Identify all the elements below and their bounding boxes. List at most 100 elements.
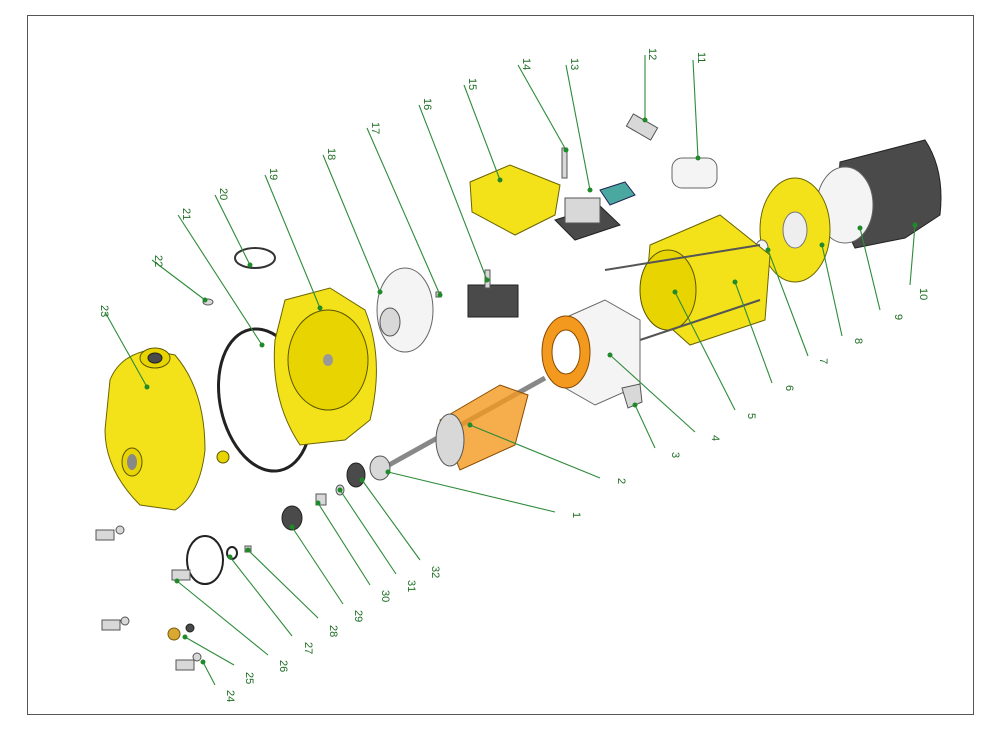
leader-arrow-14 <box>563 147 569 153</box>
pump-cover <box>273 287 377 446</box>
part-25 <box>167 627 181 641</box>
pump-body <box>104 347 206 511</box>
leader-arrow-13 <box>587 187 593 193</box>
callout-label-3: 3 <box>669 452 681 458</box>
capacitor <box>671 157 718 189</box>
part-32 <box>346 462 366 488</box>
leader-line-5 <box>674 291 736 411</box>
leader-line-8 <box>821 244 843 337</box>
part-13-clip <box>599 181 636 206</box>
callout-label-29: 29 <box>352 610 364 622</box>
callout-label-27: 27 <box>302 642 314 654</box>
leader-line-3 <box>634 404 656 449</box>
callout-label-25: 25 <box>243 672 255 684</box>
callout-label-22: 22 <box>152 255 164 267</box>
callout-label-24: 24 <box>224 690 236 702</box>
callout-label-32: 32 <box>429 566 441 578</box>
callout-label-30: 30 <box>379 590 391 602</box>
leader-arrow-6 <box>732 279 738 285</box>
leader-arrow-4 <box>607 352 613 358</box>
leader-arrow-29 <box>289 524 295 530</box>
callout-label-19: 19 <box>267 168 279 180</box>
leader-line-6 <box>734 281 773 384</box>
leader-arrow-9 <box>857 225 863 231</box>
leader-arrow-30 <box>315 500 321 506</box>
leader-arrow-31 <box>337 487 343 493</box>
leader-line-27 <box>229 556 293 637</box>
callout-label-18: 18 <box>325 148 337 160</box>
leader-line-11 <box>692 59 699 159</box>
leader-line-31 <box>339 489 397 575</box>
leader-arrow-20 <box>247 262 253 268</box>
leader-arrow-3 <box>632 402 638 408</box>
leader-line-10 <box>909 224 916 286</box>
callout-label-12: 12 <box>646 48 658 60</box>
leader-arrow-7 <box>765 247 771 253</box>
leader-line-26 <box>176 580 269 656</box>
leader-arrow-26 <box>174 578 180 584</box>
callout-label-17: 17 <box>369 122 381 134</box>
callout-label-14: 14 <box>520 58 532 70</box>
leader-arrow-23 <box>144 384 150 390</box>
leader-arrow-15 <box>497 177 503 183</box>
leader-line-29 <box>291 526 344 605</box>
callout-label-21: 21 <box>180 208 192 220</box>
callout-label-26: 26 <box>277 660 289 672</box>
leader-arrow-19 <box>317 305 323 311</box>
leader-line-32 <box>361 479 421 561</box>
leader-line-23 <box>104 311 148 388</box>
leader-line-1 <box>387 471 556 513</box>
leader-line-24 <box>202 661 216 686</box>
drain-plug <box>216 450 230 464</box>
part-3 <box>621 383 643 409</box>
leader-arrow-28 <box>245 547 251 553</box>
leader-line-30 <box>317 502 371 586</box>
leader-arrow-18 <box>377 289 383 295</box>
leader-arrow-10 <box>912 222 918 228</box>
callout-label-1: 1 <box>570 512 582 518</box>
leader-line-22 <box>151 259 206 301</box>
part-25-seal <box>185 623 195 633</box>
leader-line-18 <box>322 154 381 293</box>
tie-rod <box>604 244 761 271</box>
diagram-frame <box>27 15 974 715</box>
leader-arrow-22 <box>202 297 208 303</box>
rotor-shaft <box>378 375 547 473</box>
part-14-screw <box>561 147 568 179</box>
leader-line-20 <box>214 194 251 266</box>
bolts <box>95 525 202 671</box>
callout-label-6: 6 <box>783 385 795 391</box>
callout-label-8: 8 <box>852 338 864 344</box>
callout-label-15: 15 <box>466 78 478 90</box>
leader-arrow-17 <box>437 292 443 298</box>
callout-label-5: 5 <box>745 413 757 419</box>
callout-label-13: 13 <box>568 58 580 70</box>
leader-line-17 <box>366 127 441 296</box>
leader-arrow-11 <box>695 155 701 161</box>
part-30 <box>315 493 327 506</box>
leader-line-14 <box>517 64 567 151</box>
callout-label-20: 20 <box>217 188 229 200</box>
leader-line-28 <box>247 549 319 619</box>
tie-rod-2 <box>639 299 761 341</box>
leader-line-25 <box>184 636 235 666</box>
leader-line-21 <box>177 214 263 346</box>
leader-arrow-12 <box>642 117 648 123</box>
part-13-clips <box>564 197 601 224</box>
leader-line-15 <box>463 84 501 181</box>
leader-arrow-21 <box>259 342 265 348</box>
callout-label-10: 10 <box>917 288 929 300</box>
leader-line-4 <box>609 354 696 433</box>
callout-label-9: 9 <box>892 314 904 320</box>
terminal-box-lid <box>469 164 561 236</box>
part-29 <box>281 505 303 531</box>
part-20 <box>234 247 276 269</box>
bearing <box>369 455 391 481</box>
leader-line-2 <box>469 424 601 479</box>
leader-arrow-25 <box>182 634 188 640</box>
part-26 <box>186 535 224 585</box>
callout-label-7: 7 <box>817 358 829 364</box>
callout-label-2: 2 <box>615 478 627 484</box>
callout-label-31: 31 <box>405 580 417 592</box>
callout-label-4: 4 <box>709 435 721 441</box>
